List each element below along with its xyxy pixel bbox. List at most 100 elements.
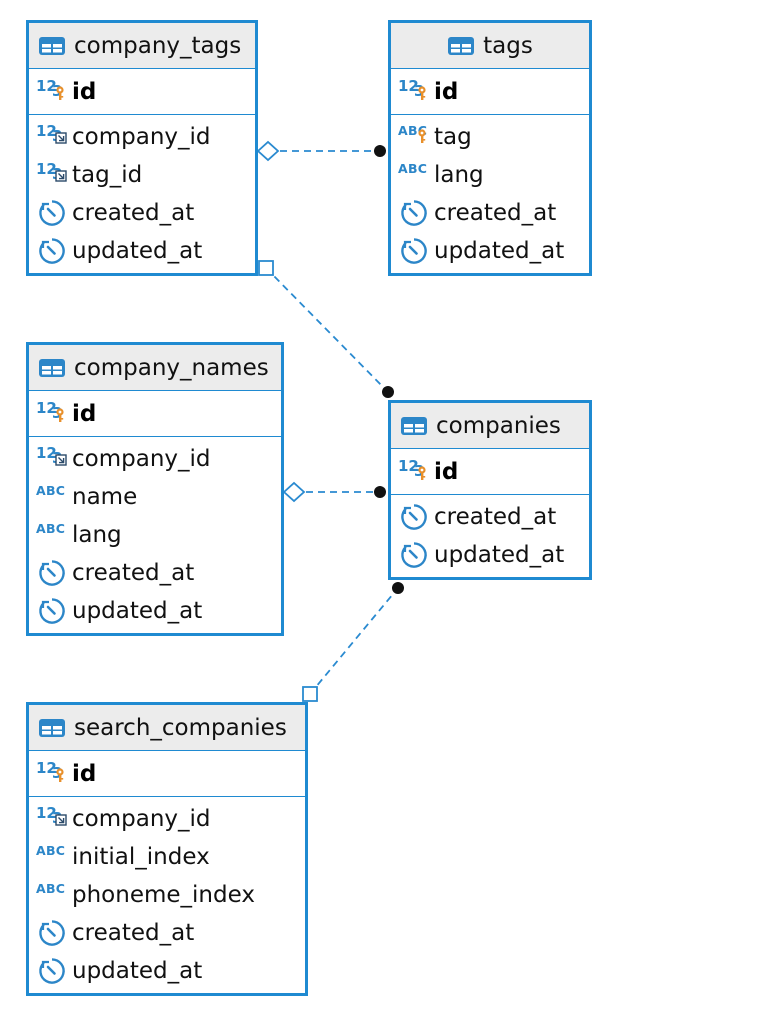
column-row[interactable]: updated_at <box>29 952 305 990</box>
svg-text:12: 12 <box>36 160 57 178</box>
dot-marker <box>382 386 394 398</box>
column-name: created_at <box>434 200 557 226</box>
column-name: updated_at <box>434 542 565 568</box>
text-key-icon: ABC <box>398 123 427 143</box>
column-name: company_id <box>72 446 211 472</box>
text-icon: ABC <box>36 521 65 536</box>
column-row[interactable]: created_at <box>29 914 305 952</box>
column-name: id <box>434 78 459 105</box>
numeric-fk-icon: 123 <box>36 122 67 145</box>
column-row[interactable]: 123company_id <box>29 800 305 838</box>
table-title: company_names <box>74 354 269 381</box>
table-tags[interactable]: tags123idABCtagABClangcreated_atupdated_… <box>388 20 592 276</box>
column-row[interactable]: created_at <box>391 194 589 232</box>
numeric-pk-icon: 123 <box>36 759 64 782</box>
column-row[interactable]: updated_at <box>29 232 255 270</box>
column-list: 123company_idABCnameABClangcreated_atupd… <box>29 437 281 633</box>
column-name: company_id <box>72 806 211 832</box>
column-row[interactable]: created_at <box>391 498 589 536</box>
svg-text:ABC: ABC <box>36 881 65 896</box>
numeric-fk-icon: 123 <box>36 444 67 467</box>
column-row[interactable]: updated_at <box>391 232 589 270</box>
column-row[interactable]: created_at <box>29 554 281 592</box>
table-header[interactable]: company_tags <box>29 23 255 69</box>
relation-line <box>265 267 389 393</box>
svg-text:ABC: ABC <box>36 843 65 858</box>
table-companies[interactable]: companies 123id created_at updated_at <box>388 400 592 580</box>
column-name: name <box>72 484 138 510</box>
primary-key-row[interactable]: 123id <box>29 391 281 437</box>
primary-key-row[interactable]: 123 id <box>29 751 305 797</box>
relation-line <box>309 587 399 695</box>
square-marker <box>302 686 318 702</box>
column-list: 123company_id123tag_idcreated_atupdated_… <box>29 115 255 273</box>
text-icon: ABC <box>36 483 65 498</box>
clock-icon <box>401 542 427 568</box>
svg-text:12: 12 <box>398 77 419 95</box>
column-row[interactable]: ABC name <box>29 478 281 516</box>
dot-marker <box>374 145 386 157</box>
numeric-pk-icon: 123 <box>36 399 64 422</box>
column-name: created_at <box>72 920 195 946</box>
table-company-tags[interactable]: company_tags123id123company_id123tag_idc… <box>26 20 258 276</box>
column-row[interactable]: 123company_id <box>29 440 281 478</box>
primary-key-row[interactable]: 123 id <box>29 69 255 115</box>
table-header[interactable]: search_companies <box>29 705 305 751</box>
table-header[interactable]: company_names <box>29 345 281 391</box>
clock-icon <box>401 200 427 226</box>
column-row[interactable]: ABC initial_index <box>29 838 305 876</box>
table-header[interactable]: tags <box>391 23 589 69</box>
table-icon <box>39 36 65 55</box>
svg-text:12: 12 <box>36 804 57 822</box>
clock-icon <box>39 200 65 226</box>
clock-icon <box>39 560 65 586</box>
primary-key-row[interactable]: 123id <box>391 69 589 115</box>
text-icon: ABC <box>36 881 65 896</box>
column-name: created_at <box>72 200 195 226</box>
column-row[interactable]: created_at <box>29 194 255 232</box>
table-icon <box>39 718 65 737</box>
svg-text:ABC: ABC <box>36 483 65 498</box>
primary-key-row[interactable]: 123id <box>391 449 589 495</box>
column-row[interactable]: ABC tag <box>391 118 589 156</box>
numeric-pk-icon: 123 <box>36 77 64 100</box>
column-list: 123company_idABCinitial_indexABCphoneme_… <box>29 797 305 993</box>
column-name: initial_index <box>72 844 210 870</box>
column-name: tag <box>434 124 472 150</box>
dot-marker <box>392 582 404 594</box>
column-name: id <box>72 78 97 105</box>
column-name: updated_at <box>434 238 565 264</box>
clock-icon <box>401 504 427 530</box>
svg-text:ABC: ABC <box>36 521 65 536</box>
svg-text:ABC: ABC <box>398 161 427 176</box>
column-row[interactable]: ABC lang <box>29 516 281 554</box>
column-name: created_at <box>72 560 195 586</box>
clock-icon <box>39 920 65 946</box>
column-row[interactable]: ABC phoneme_index <box>29 876 305 914</box>
table-company-names[interactable]: company_names123id123company_idABCnameAB… <box>26 342 284 636</box>
column-row[interactable]: updated_at <box>391 536 589 574</box>
column-name: updated_at <box>72 238 203 264</box>
table-title: companies <box>436 412 561 439</box>
column-row[interactable]: ABC lang <box>391 156 589 194</box>
column-list: created_at updated_at <box>391 495 589 577</box>
table-header[interactable]: companies <box>391 403 589 449</box>
svg-text:12: 12 <box>36 444 57 462</box>
column-name: lang <box>434 162 484 188</box>
column-row[interactable]: updated_at <box>29 592 281 630</box>
table-icon <box>448 36 475 55</box>
table-icon <box>39 358 65 377</box>
column-name: company_id <box>72 124 211 150</box>
column-name: phoneme_index <box>72 882 255 908</box>
svg-text:12: 12 <box>398 457 419 475</box>
numeric-fk-icon: 123 <box>36 160 67 183</box>
column-name: id <box>72 760 97 787</box>
column-name: lang <box>72 522 122 548</box>
column-name: created_at <box>434 504 557 530</box>
column-row[interactable]: 123tag_id <box>29 156 255 194</box>
column-name: tag_id <box>72 162 143 188</box>
column-row[interactable]: 123company_id <box>29 118 255 156</box>
